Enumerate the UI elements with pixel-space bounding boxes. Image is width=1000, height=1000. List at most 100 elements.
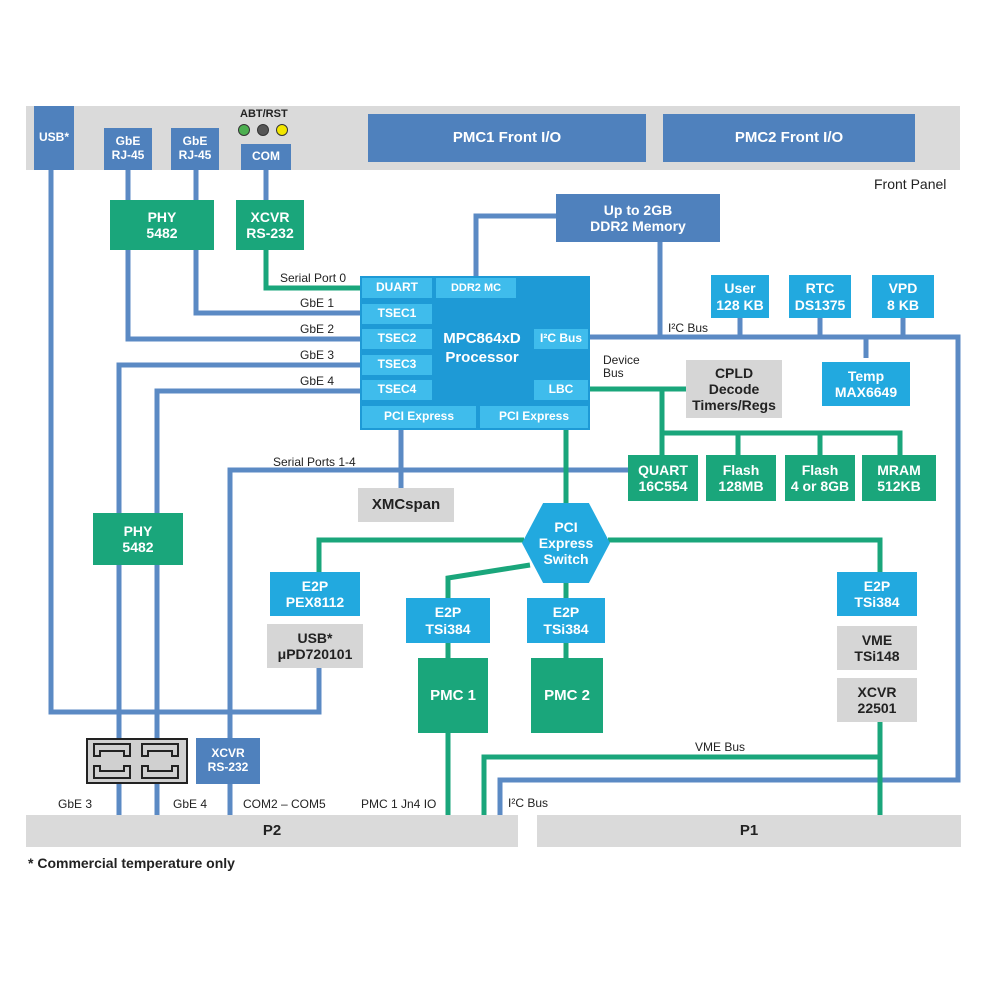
phy-top-line1: PHY [147,208,177,225]
user-eeprom[interactable]: User 128 KB [711,275,769,318]
flash-4-8gb[interactable]: Flash 4 or 8GB [785,455,855,501]
phy-bottom-line1: PHY [123,522,153,539]
pci-express-2: PCI Express [480,406,588,428]
gbe-rj45-port-2[interactable]: GbE RJ-45 [171,128,219,170]
xcvr-top-line2: RS-232 [246,225,294,241]
flash48-line2: 4 or 8GB [790,478,850,494]
usb-pd-line2: μPD720101 [277,646,353,662]
port-label-line2: RJ-45 [178,148,212,162]
phy-top[interactable]: PHY 5482 [110,200,214,250]
cpld-line1: CPLD [714,364,754,381]
processor[interactable]: DUART DDR2 MC TSEC1 TSEC2 TSEC3 TSEC4 I²… [360,276,590,430]
flash128-line2: 128MB [718,478,764,494]
xcvr-22501[interactable]: XCVR 22501 [837,678,917,722]
flash-128mb[interactable]: Flash 128MB [706,455,776,501]
user-line2: 128 KB [716,296,764,313]
i2c-bus-label: I²C Bus [668,321,709,335]
gbe4-line [154,388,362,815]
flash48-line1: Flash [801,461,839,478]
user-line1: User [724,280,756,297]
usb-port[interactable]: USB* [34,106,74,170]
temp-line2: MAX6649 [834,384,898,400]
tsec4: TSEC4 [362,380,432,400]
ddr2-line2: DDR2 Memory [590,218,686,234]
p2-connector[interactable]: P2 [26,815,518,847]
pmc1-site[interactable]: PMC 1 [418,658,488,733]
xmcspan[interactable]: XMCspan [358,488,454,522]
xcvr-top-line1: XCVR [250,208,290,225]
xcvr-22501-line2: 22501 [857,700,897,716]
temp-line1: Temp [847,367,885,384]
usb-controller[interactable]: USB* μPD720101 [267,624,363,668]
quart-line2: 16C554 [638,478,688,494]
vme-bus-label: VME Bus [695,740,746,754]
device-bus-line1: Device [603,353,640,367]
front-panel-label: Front Panel [874,176,947,192]
serial-port-0-line [263,250,362,291]
device-bus-label: Device Bus [603,353,640,381]
e2p-tsi384-1[interactable]: E2P TSi384 [406,598,490,643]
tsec2: TSEC2 [362,329,432,349]
temp-sensor[interactable]: Temp MAX6649 [822,362,910,406]
gbe3-line [116,362,362,815]
cpld-line3: Timers/Regs [692,397,776,414]
xmcspan-label: XMCspan [371,496,441,514]
vpd-line1: VPD [888,280,918,297]
processor-name: MPC864xD Processor [432,330,532,368]
tsec3: TSEC3 [362,355,432,375]
device-bus-line2: Bus [603,366,624,381]
mram[interactable]: MRAM 512KB [862,455,936,501]
gbe3-label: GbE 3 [300,348,335,362]
e2p-tsi-line1: E2P [434,604,462,621]
footnote: * Commercial temperature only [28,855,235,871]
gbe3-bottom-label: GbE 3 [58,797,93,811]
port-label-line2: RJ-45 [111,148,145,162]
e2p-tsi384-3[interactable]: E2P TSi384 [837,572,917,616]
pmc1-front-io[interactable]: PMC1 Front I/O [368,114,646,162]
pci-express-switch[interactable]: PCI Express Switch [522,503,610,583]
serial-ports-label: Serial Ports 1-4 [273,455,356,469]
mram-line1: MRAM [877,461,921,478]
lbc: LBC [534,380,588,400]
pmc2-label: PMC 2 [544,686,590,704]
vme-line1: VME [861,631,893,648]
mram-line2: 512KB [877,478,921,494]
cpld-line2: Decode [708,380,760,397]
xcvr-bottom-line2: RS-232 [207,760,249,774]
p1-connector[interactable]: P1 [537,815,961,847]
vpd[interactable]: VPD 8 KB [872,275,934,318]
ddr2-line [473,213,556,276]
gbe1-label: GbE 1 [300,296,335,310]
pmc1-label: PMC 1 [430,686,476,704]
xcvr-bottom[interactable]: XCVR RS-232 [196,738,260,784]
xcvr-bottom-line1: XCVR [211,746,245,761]
gbe4-bottom-label: GbE 4 [173,797,208,811]
ddr2-mc: DDR2 MC [436,278,516,298]
pci-switch-line2: Express [538,534,594,551]
port-label-line1: GbE [115,134,141,149]
rtc[interactable]: RTC DS1375 [789,275,851,318]
pmc2-site[interactable]: PMC 2 [531,658,603,733]
gbe-rj45-port-1[interactable]: GbE RJ-45 [104,128,152,170]
com-port[interactable]: COM [241,144,291,170]
e2p-tsi384-2[interactable]: E2P TSi384 [527,598,605,643]
pmc2-front-io[interactable]: PMC2 Front I/O [663,114,915,162]
e2p-tsi-line1: E2P [552,604,580,621]
usb-pd-line1: USB* [297,629,333,646]
e2p-tsi-line2: TSi384 [854,594,900,610]
pmc1-front-io-label: PMC1 Front I/O [452,129,562,147]
vme-line2: TSi148 [854,648,900,664]
quart[interactable]: QUART 16C554 [628,455,698,501]
xcvr-top[interactable]: XCVR RS-232 [236,200,304,250]
cpld[interactable]: CPLD Decode Timers/Regs [686,360,782,418]
e2p-pex8112[interactable]: E2P PEX8112 [270,572,360,616]
processor-name-line1: MPC864xD [443,330,521,347]
e2p-tsi-line2: TSi384 [425,620,471,637]
led-yellow-icon [276,124,288,136]
ddr2-memory[interactable]: Up to 2GB DDR2 Memory [556,194,720,242]
pci-switch-line1: PCI [554,518,578,535]
phy-bottom[interactable]: PHY 5482 [93,513,183,565]
vme-tsi148[interactable]: VME TSi148 [837,626,917,670]
ddr2-line1: Up to 2GB [603,201,673,218]
